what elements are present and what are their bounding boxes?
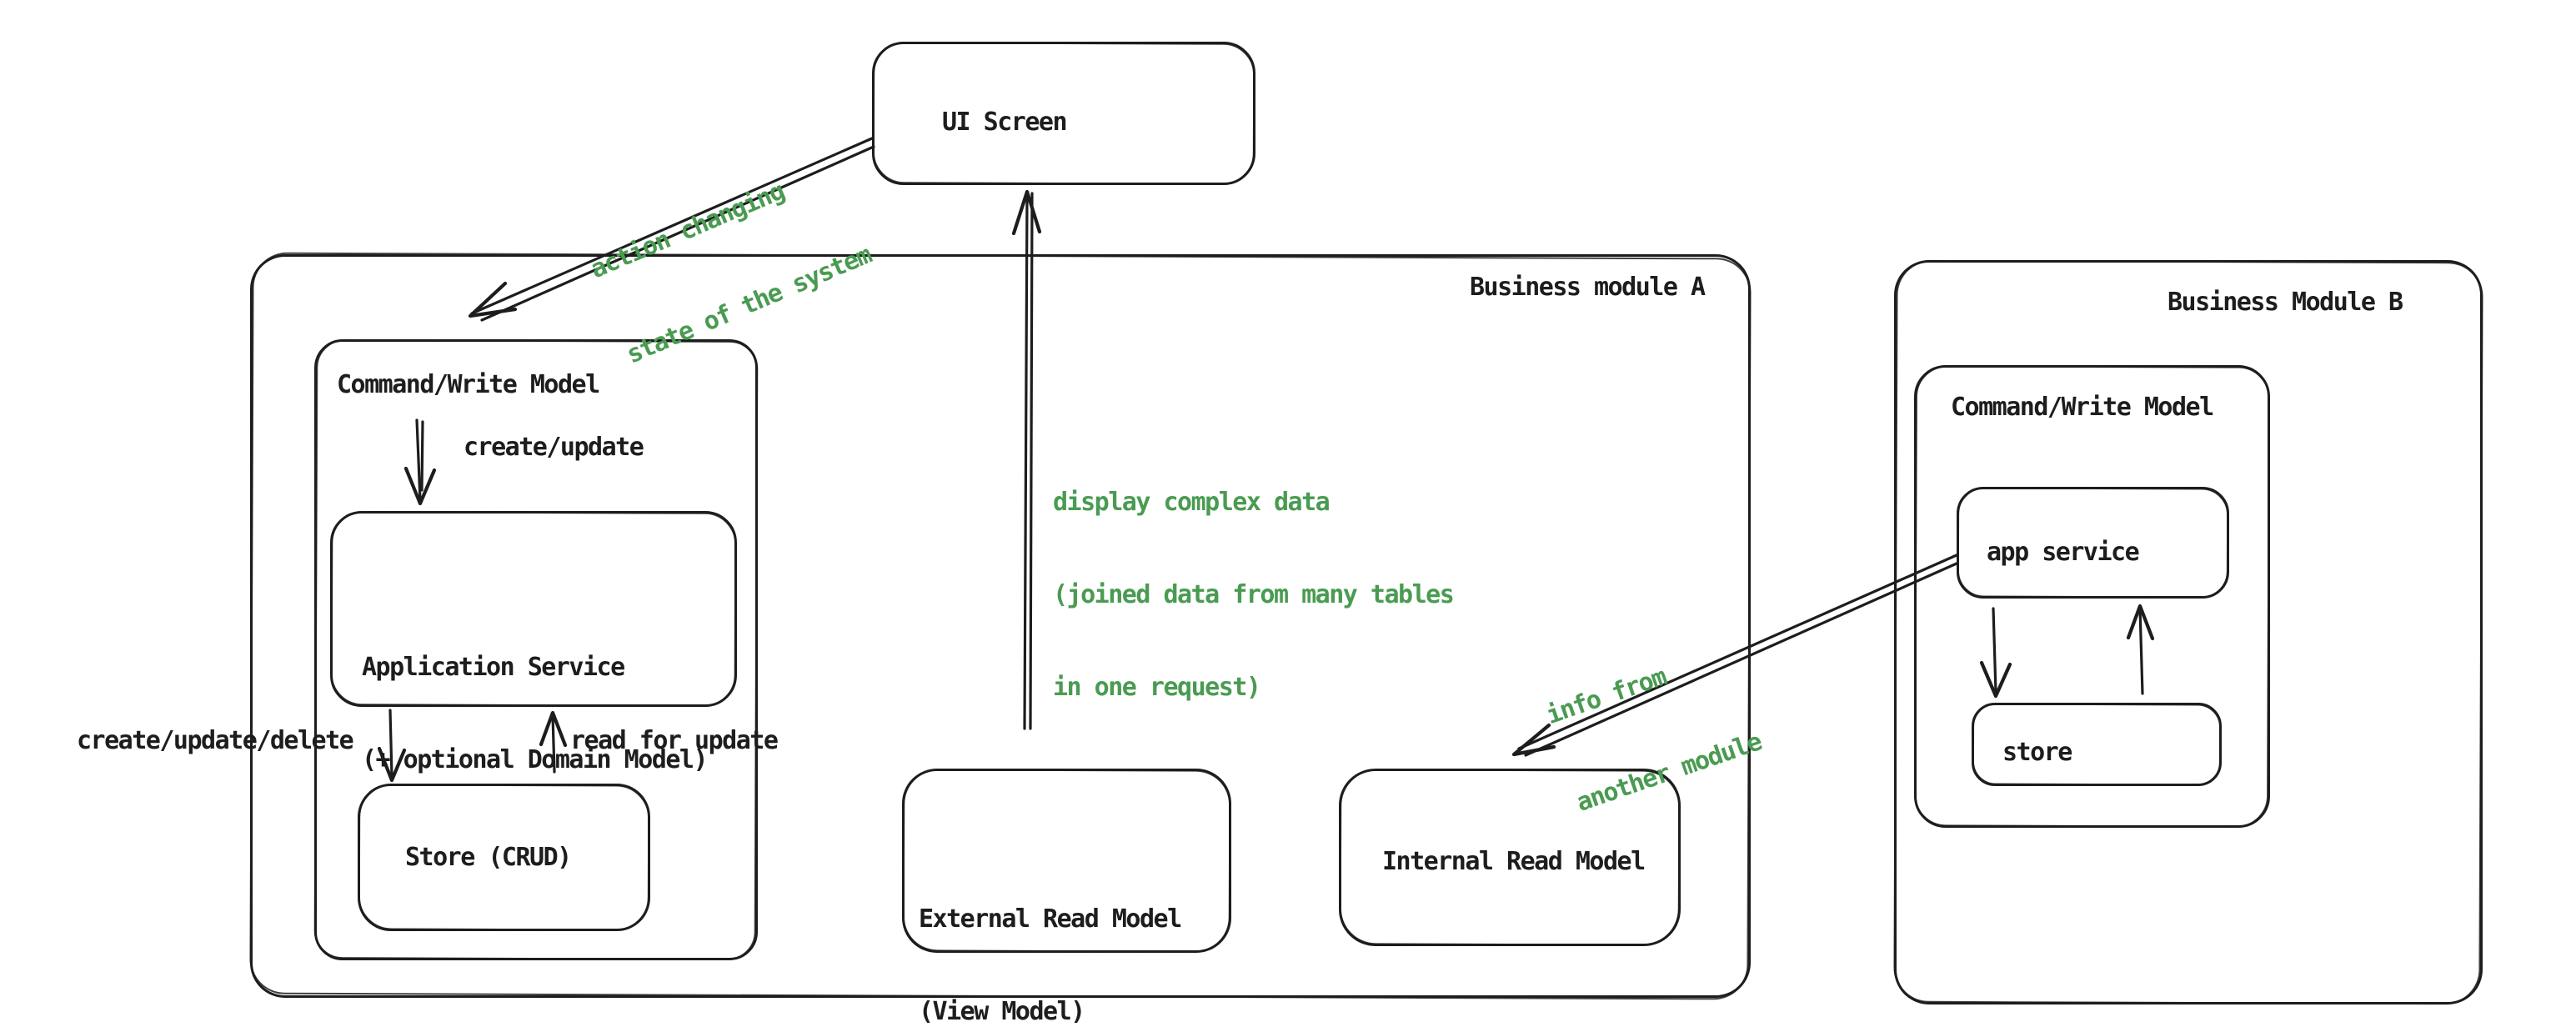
- ui-screen-node: [872, 42, 1255, 185]
- command-write-model-a-container: [314, 339, 758, 960]
- application-service-label-line1: Application Service: [362, 653, 625, 682]
- store-b-node: [1972, 703, 2222, 786]
- ui-screen-label: UI Screen: [942, 108, 1068, 137]
- command-write-model-b-label: Command/Write Model: [1951, 393, 2214, 422]
- store-b-label: store: [2002, 738, 2072, 767]
- business-module-b-label: Business Module B: [2168, 288, 2403, 317]
- annotation-display-complex-line1: display complex data: [1053, 488, 1331, 517]
- business-module-a-label: Business module A: [1470, 273, 1706, 302]
- application-service-node: [330, 511, 737, 707]
- application-service-label-line2: (+ optional Domain Model): [362, 745, 709, 774]
- annotation-info-from-line2: another module: [1572, 727, 1766, 818]
- external-read-model-label-line1: External Read Model: [919, 904, 1182, 934]
- annotation-display-complex: display complex data (joined data from m…: [1053, 425, 1455, 764]
- store-crud-node: [358, 784, 650, 931]
- annotation-info-from-line1: info from: [1542, 662, 1670, 731]
- annotation-action-changing-line2: state of the system: [622, 240, 876, 370]
- internal-read-model-node: [1339, 769, 1681, 946]
- internal-read-model-label: Internal Read Model: [1382, 847, 1646, 876]
- external-read-model-label-line2: (View Model): [919, 997, 1085, 1026]
- annotation-display-complex-line3: in one request): [1053, 673, 1261, 702]
- external-read-model-node: [902, 769, 1231, 953]
- application-service-label: Application Service (+ optional Domain M…: [362, 590, 709, 837]
- create-update-edge-label: create/update: [464, 433, 644, 462]
- command-write-model-a-label: Command/Write Model: [337, 370, 600, 399]
- external-read-model-label: External Read Model (View Model): [919, 842, 1182, 1032]
- app-service-b-label: app service: [1987, 538, 2140, 567]
- read-for-update-edge-label: read for update: [570, 726, 779, 755]
- app-service-b-node: [1957, 487, 2229, 599]
- store-crud-label: Store (CRUD): [405, 843, 572, 872]
- annotation-display-complex-line2: (joined data from many tables: [1053, 580, 1455, 609]
- create-update-delete-edge-label: create/update/delete: [77, 726, 354, 755]
